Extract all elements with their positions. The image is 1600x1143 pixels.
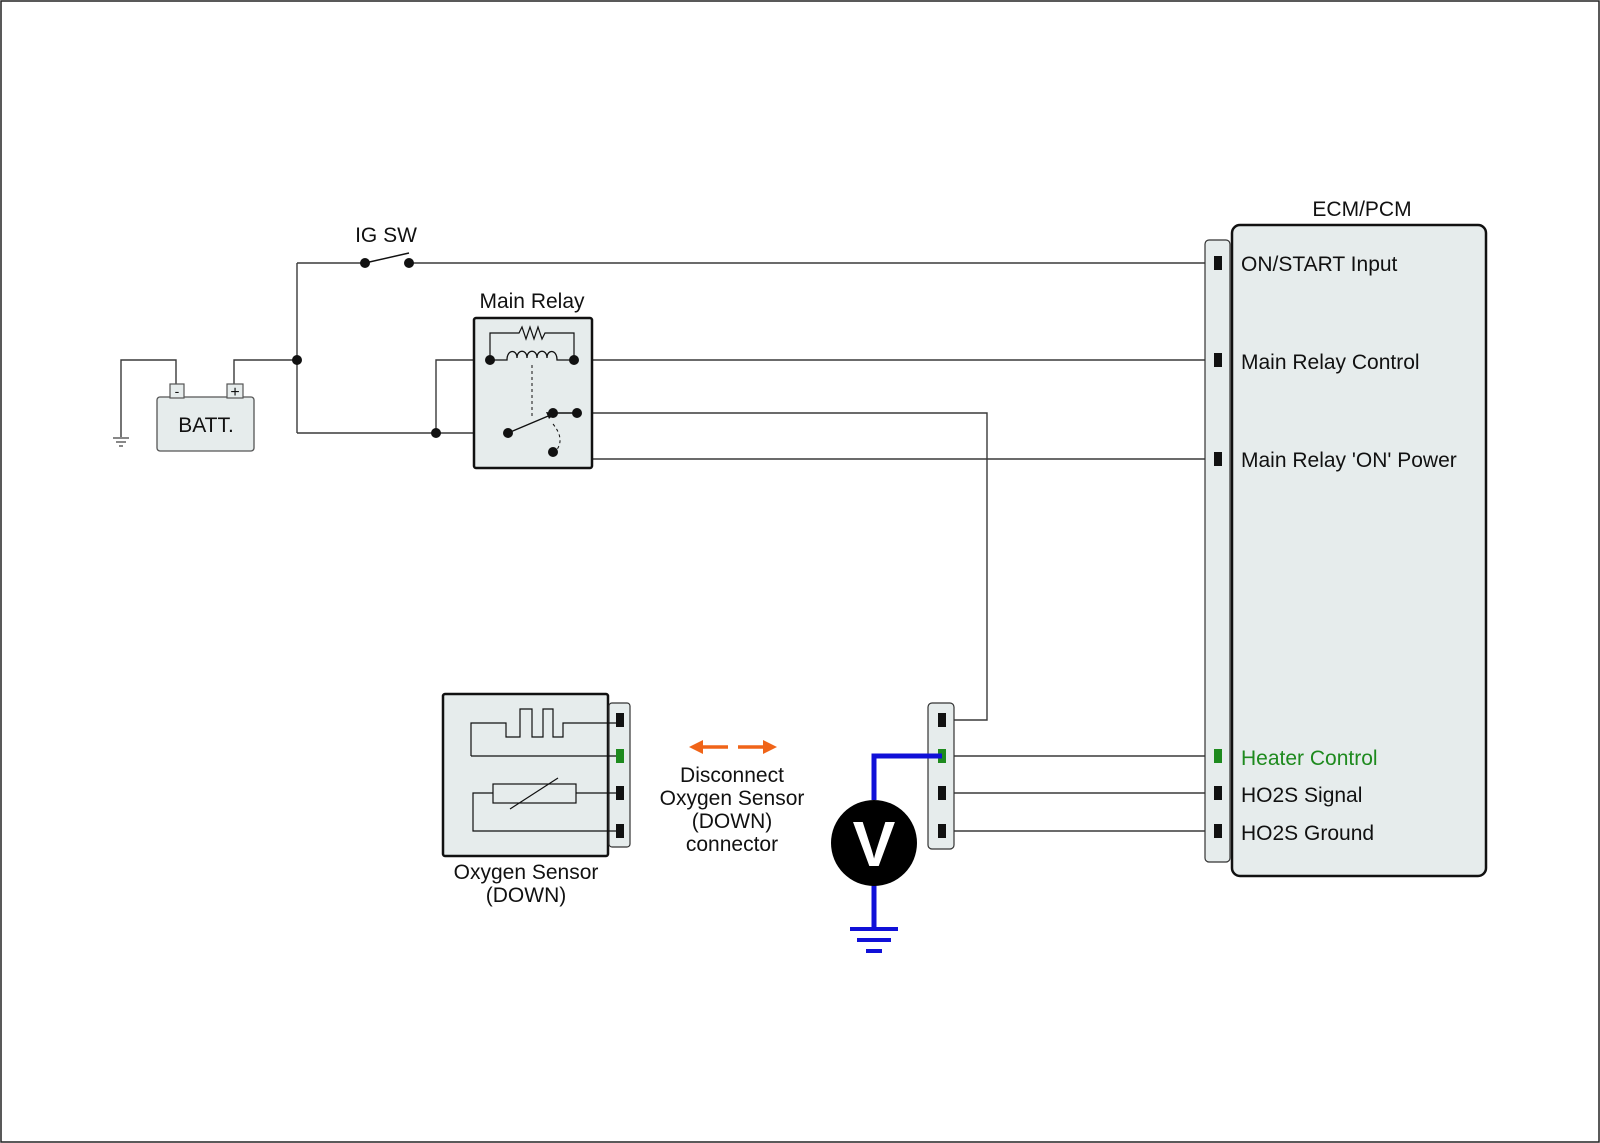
disconnect-instruction: Disconnect Oxygen Sensor (DOWN) connecto…	[660, 764, 805, 856]
ecm-pin-label-on-start: ON/START Input	[1241, 253, 1398, 276]
ecm-pin-label-relay-power: Main Relay 'ON' Power	[1241, 449, 1457, 472]
battery-minus-sign: -	[175, 383, 180, 399]
ignition-switch: IG SW	[355, 224, 417, 268]
sensor-pin-3	[616, 786, 624, 800]
disconnect-arrows-icon	[689, 740, 777, 754]
wires	[120, 262, 1218, 832]
main-relay: Main Relay	[472, 290, 594, 470]
sensor-pin-2	[616, 749, 624, 763]
ecm-pin-signal	[1214, 786, 1222, 800]
sensor-label-line2: (DOWN)	[486, 884, 566, 907]
sensor-connector	[608, 702, 631, 848]
ecm-pcm: ECM/PCM ON/START Input Main Relay Contro…	[1204, 198, 1488, 878]
sensor-label-line1: Oxygen Sensor	[454, 861, 599, 884]
battery-label: BATT.	[178, 414, 234, 437]
ecm-pin-label-relay-control: Main Relay Control	[1241, 351, 1420, 374]
battery: - + BATT.	[156, 383, 255, 452]
ig-sw-label: IG SW	[355, 224, 417, 247]
ecm-connector-strip	[1204, 239, 1231, 863]
voltmeter-symbol: V	[853, 808, 896, 880]
sensor-pin-4	[616, 824, 624, 838]
instruction-line2: Oxygen Sensor	[660, 787, 805, 810]
battery-plus-sign: +	[230, 384, 239, 401]
ecm-title: ECM/PCM	[1312, 198, 1411, 221]
ecm-pin-ground	[1214, 824, 1222, 838]
ecm-pin-heater	[1214, 749, 1222, 763]
instruction-line3: (DOWN)	[692, 810, 772, 833]
sensor-pin-1	[616, 713, 624, 727]
relay-resistor-icon	[489, 325, 575, 360]
voltmeter: V	[831, 753, 942, 953]
battery-ground-icon	[113, 437, 129, 447]
voltmeter-positive-lead	[871, 753, 942, 800]
relay-coil-icon	[490, 350, 574, 361]
ecm-pin-label-heater: Heater Control	[1241, 747, 1378, 770]
ecm-pin-on-start	[1214, 256, 1222, 270]
battery-minus-terminal	[169, 383, 185, 399]
instruction-line4: connector	[686, 833, 778, 856]
junction-dots	[292, 355, 441, 438]
sensor-heater-element-icon	[470, 708, 620, 756]
oxygen-sensor: Oxygen Sensor (DOWN)	[441, 692, 631, 907]
harness-pin-3	[938, 786, 946, 800]
harness-pin-4	[938, 824, 946, 838]
voltmeter-ground-icon	[850, 927, 898, 953]
ecm-pin-label-ground: HO2S Ground	[1241, 822, 1374, 845]
sensor-body	[441, 692, 610, 858]
ecm-pin-relay-power	[1214, 452, 1222, 466]
ecm-body	[1230, 223, 1488, 878]
battery-body	[156, 396, 255, 452]
main-relay-label: Main Relay	[479, 290, 585, 313]
harness-connector	[927, 702, 955, 850]
instruction-line1: Disconnect	[680, 764, 784, 787]
voltmeter-icon	[831, 800, 917, 886]
ecm-pin-relay-control	[1214, 353, 1222, 367]
harness-pin-1	[938, 713, 946, 727]
battery-plus-terminal	[226, 383, 244, 399]
ecm-pin-label-signal: HO2S Signal	[1241, 784, 1362, 807]
